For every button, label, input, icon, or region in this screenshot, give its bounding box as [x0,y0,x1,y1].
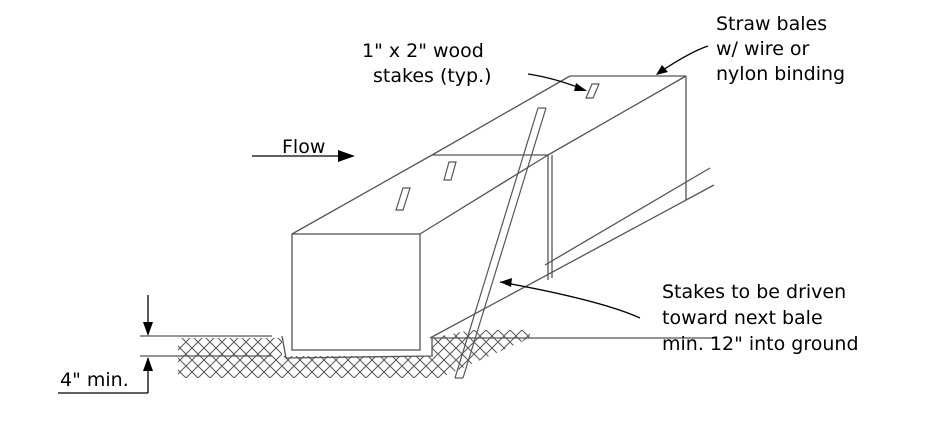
ground-line [140,167,715,357]
arrowheads [338,65,668,287]
label-driven-line2: toward next bale [662,307,823,329]
label-bales-line3: nylon binding [716,63,845,85]
driven-stake [454,107,547,379]
label-driven-line1: Stakes to be driven [662,281,846,303]
label-bales-line1: Straw bales [716,13,827,35]
label-stakes-line2: stakes (typ.) [373,65,492,87]
label-flow: Flow [282,136,325,158]
bale-front [291,154,553,351]
stake-tops [395,83,600,211]
depth-arrowheads [143,322,153,371]
label-driven-line3: min. 12" into ground [662,333,859,355]
label-stakes-line1: 1" x 2" wood [362,40,484,62]
bale-back [431,75,687,200]
trench [281,335,433,359]
label-bales-line2: w/ wire or [716,38,810,60]
label-depth: 4" min. [60,369,129,391]
